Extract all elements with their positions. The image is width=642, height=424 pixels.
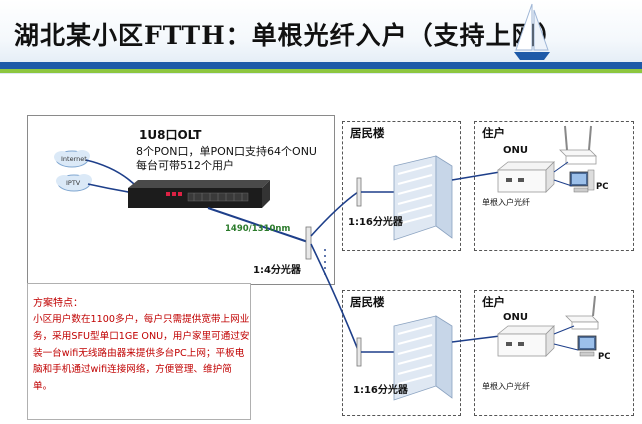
- internet-cloud-icon: [54, 150, 90, 168]
- pc-label-top: PC: [596, 182, 609, 192]
- notes-body: 小区用户数在1100多户，每户只需提供宽带上网业务，采用SFU型单口1GE ON…: [33, 314, 250, 393]
- main-splitter-icon: [305, 226, 312, 260]
- home-title-bottom: 住户: [482, 295, 505, 309]
- iptv-label: IPTV: [66, 179, 81, 187]
- pc-label-bottom: PC: [598, 352, 611, 362]
- building-title-bottom: 居民楼: [350, 295, 385, 309]
- internet-label: Internet: [61, 155, 87, 163]
- pc-bottom-icon: [577, 335, 597, 357]
- fiber-label-bottom: 单根入户光纤: [482, 382, 530, 391]
- onu-label-top: ONU: [503, 145, 528, 156]
- olt-device-icon: [128, 180, 270, 208]
- olt-description: 8个PON口，单PON口支持64个ONU 每台可带512个用户: [136, 145, 317, 173]
- solution-notes-box: 方案特点： 小区用户数在1100多户，每户只需提供宽带上网业务，采用SFU型单口…: [27, 283, 251, 420]
- page-title: 湖北某小区FTTH：单根光纤入户（支持上网）: [14, 21, 564, 50]
- iptv-cloud-icon: [56, 174, 92, 192]
- onu-top-icon: [496, 161, 555, 193]
- splitter-16-label-bottom: 1:16分光器: [353, 385, 408, 396]
- building-title-top: 居民楼: [350, 126, 385, 140]
- fiber-label-top: 单根入户光纤: [482, 198, 530, 207]
- trunk-fiber-line: [207, 207, 309, 243]
- main-splitter-label: 1:4分光器: [253, 265, 301, 276]
- header-divider-blue: [0, 62, 642, 69]
- home-title-top: 住户: [482, 126, 505, 140]
- splitter-16-label-top: 1:16分光器: [348, 217, 403, 228]
- header-divider-green: [0, 69, 642, 73]
- sailboat-icon: [514, 3, 550, 60]
- olt-desc-line2: 每台可带512个用户: [136, 159, 234, 172]
- apartment-building-bottom-icon: [393, 315, 453, 401]
- splitter-16-top-icon: [356, 177, 362, 207]
- wifi-router-bottom-icon: [565, 295, 599, 330]
- splitter-16-bottom-icon: [356, 337, 362, 367]
- fiber-to-building-top: [310, 191, 359, 237]
- wavelength-label: 1490/1310nm: [225, 224, 291, 234]
- fiber-to-building-bottom: [310, 243, 359, 351]
- onu-label-bottom: ONU: [503, 312, 528, 323]
- apartment-building-top-icon: [393, 155, 453, 241]
- onu-bottom-icon: [496, 325, 555, 357]
- olt-title: 1U8口OLT: [139, 128, 202, 142]
- wifi-router-top-icon: [559, 125, 597, 165]
- home-box-top: [474, 121, 634, 251]
- pc-top-icon: [569, 169, 595, 193]
- olt-desc-line1: 8个PON口，单PON口支持64个ONU: [136, 145, 317, 158]
- notes-title: 方案特点：: [33, 298, 83, 309]
